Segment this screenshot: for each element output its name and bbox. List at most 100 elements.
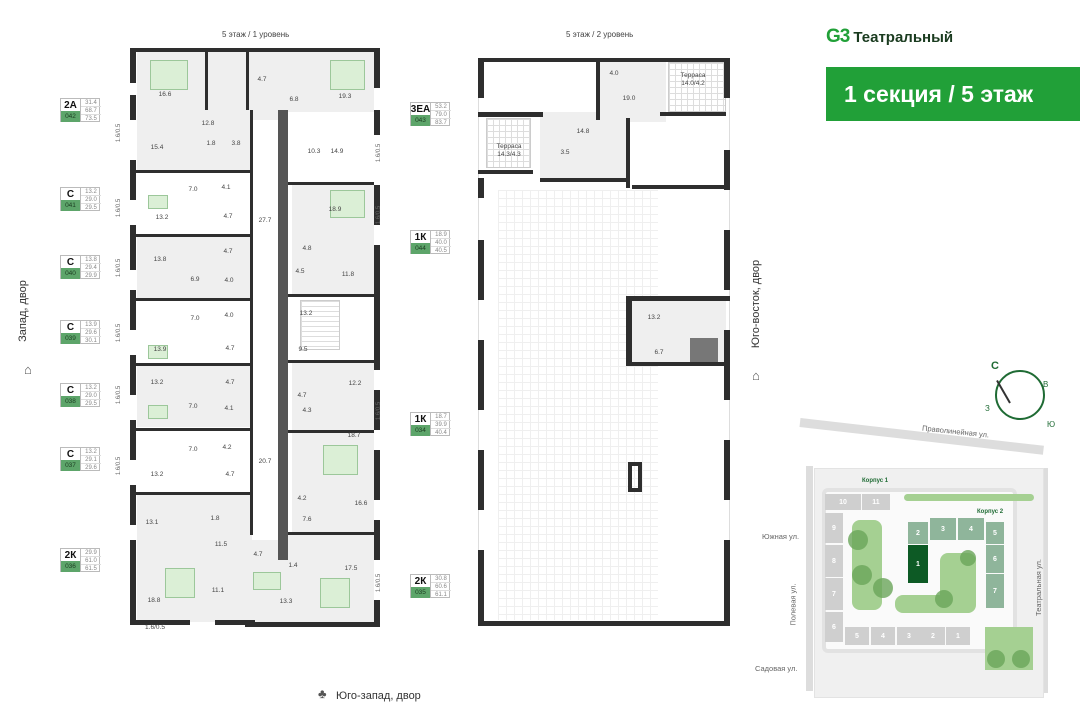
building-section[interactable]: 4 [958, 518, 984, 540]
room-area: 13.2 [155, 214, 169, 222]
room-area: 4.2 [297, 495, 307, 503]
room-area: 20.7 [258, 458, 272, 466]
compass-needle [996, 379, 1011, 404]
room-area: 18.9 [328, 206, 342, 214]
building-section[interactable]: 3 [930, 518, 956, 540]
room-area: 7.0 [188, 403, 198, 411]
total-area-with-balcony: 61.5 [85, 565, 97, 572]
apartment-number: 041 [61, 200, 80, 211]
apartment-type: 1К [414, 413, 427, 425]
window-size-label: 1.6/0.5 [376, 143, 383, 163]
current-section-highlight[interactable]: 1 [908, 545, 928, 583]
orientation-southeast: Юго-восток, двор [750, 259, 763, 349]
building-section[interactable]: 2 [908, 522, 928, 544]
room-area: 13.2 [299, 310, 313, 318]
total-area: 61.0 [81, 558, 101, 565]
tree-icon: ♣ [318, 686, 327, 701]
apartment-type: 3ЕА [410, 103, 431, 115]
living-area: 18.7 [431, 414, 451, 421]
room-area: 4.0 [224, 277, 234, 285]
building-section[interactable]: 4 [871, 627, 895, 645]
plan-title-level2: 5 этаж / 2 уровень [566, 30, 634, 39]
room-area: 12.8 [201, 120, 215, 128]
room-area: 11.1 [211, 587, 225, 595]
building-section[interactable]: 9 [825, 513, 843, 543]
total-area-with-balcony: 30.1 [85, 337, 97, 344]
building-section[interactable]: 5 [986, 522, 1004, 544]
tree-icon: ⌂ [752, 368, 760, 383]
room-area: 19.3 [338, 93, 352, 101]
living-area: 13.2 [81, 449, 101, 456]
building-section[interactable]: 10 [825, 494, 861, 510]
room-area: 16.6 [354, 500, 368, 508]
window-size-label: 1.6/0.5 [376, 401, 383, 421]
building-section[interactable]: 7 [825, 578, 843, 610]
building-section[interactable]: 6 [825, 612, 843, 642]
living-area: 18.9 [431, 232, 451, 239]
apartment-type: 1К [414, 231, 427, 243]
room-area: 7.6 [302, 516, 312, 524]
building-section[interactable]: 11 [862, 494, 890, 510]
logo: G3 Театральный [826, 26, 953, 48]
building-section[interactable]: 3 [897, 627, 921, 645]
room-area: 13.1 [145, 519, 159, 527]
room-area: 12.2 [348, 380, 362, 388]
building-section[interactable]: 7 [986, 574, 1004, 608]
room-area: 7.0 [188, 446, 198, 454]
room-area: 4.2 [222, 444, 232, 452]
orientation-southwest: Юго-запад, двор [336, 690, 421, 702]
compass-east: В [1043, 380, 1049, 389]
total-area: 29.4 [81, 265, 101, 272]
total-area: 79.0 [431, 112, 451, 119]
compass-north: С [991, 360, 999, 372]
apartment-number: 037 [61, 460, 80, 471]
room-area: 13.9 [153, 346, 167, 354]
total-area: 60.6 [431, 584, 451, 591]
building-section[interactable]: 5 [845, 627, 869, 645]
room-area: 11.5 [214, 541, 228, 549]
room-area-living: 19.0 [622, 95, 636, 103]
living-area: 13.9 [81, 322, 101, 329]
total-area: 68.7 [81, 108, 101, 115]
room-area-hall: 14.8 [576, 128, 590, 136]
apartment-number: 040 [61, 268, 80, 279]
room-area: 4.7 [223, 213, 233, 221]
room-area: 1.4 [288, 562, 298, 570]
korpus2-label: Корпус 2 [977, 509, 1004, 515]
orientation-west: Запад, двор [16, 280, 29, 342]
building-section[interactable]: 2 [921, 627, 945, 645]
total-area: 29.1 [81, 457, 101, 464]
room-area: 6.9 [190, 276, 200, 284]
window-size-label: 1.6/0.5 [145, 624, 165, 632]
window-size-label: 1.6/0.5 [116, 123, 123, 143]
room-area: 13.2 [150, 471, 164, 479]
apartment-number: 034 [411, 425, 430, 436]
building-section[interactable]: 8 [825, 545, 843, 577]
room-area: 11.8 [341, 271, 355, 279]
building-section[interactable]: 1 [946, 627, 970, 645]
room-area-stair: 13.2 [647, 314, 661, 322]
total-area-with-balcony: 40.4 [435, 429, 447, 436]
apartment-number: 044 [411, 243, 430, 254]
apartment-type: С [66, 448, 75, 460]
room-area: 4.7 [225, 471, 235, 479]
room-area: 18.7 [347, 432, 361, 440]
building-section[interactable]: 6 [986, 545, 1004, 573]
